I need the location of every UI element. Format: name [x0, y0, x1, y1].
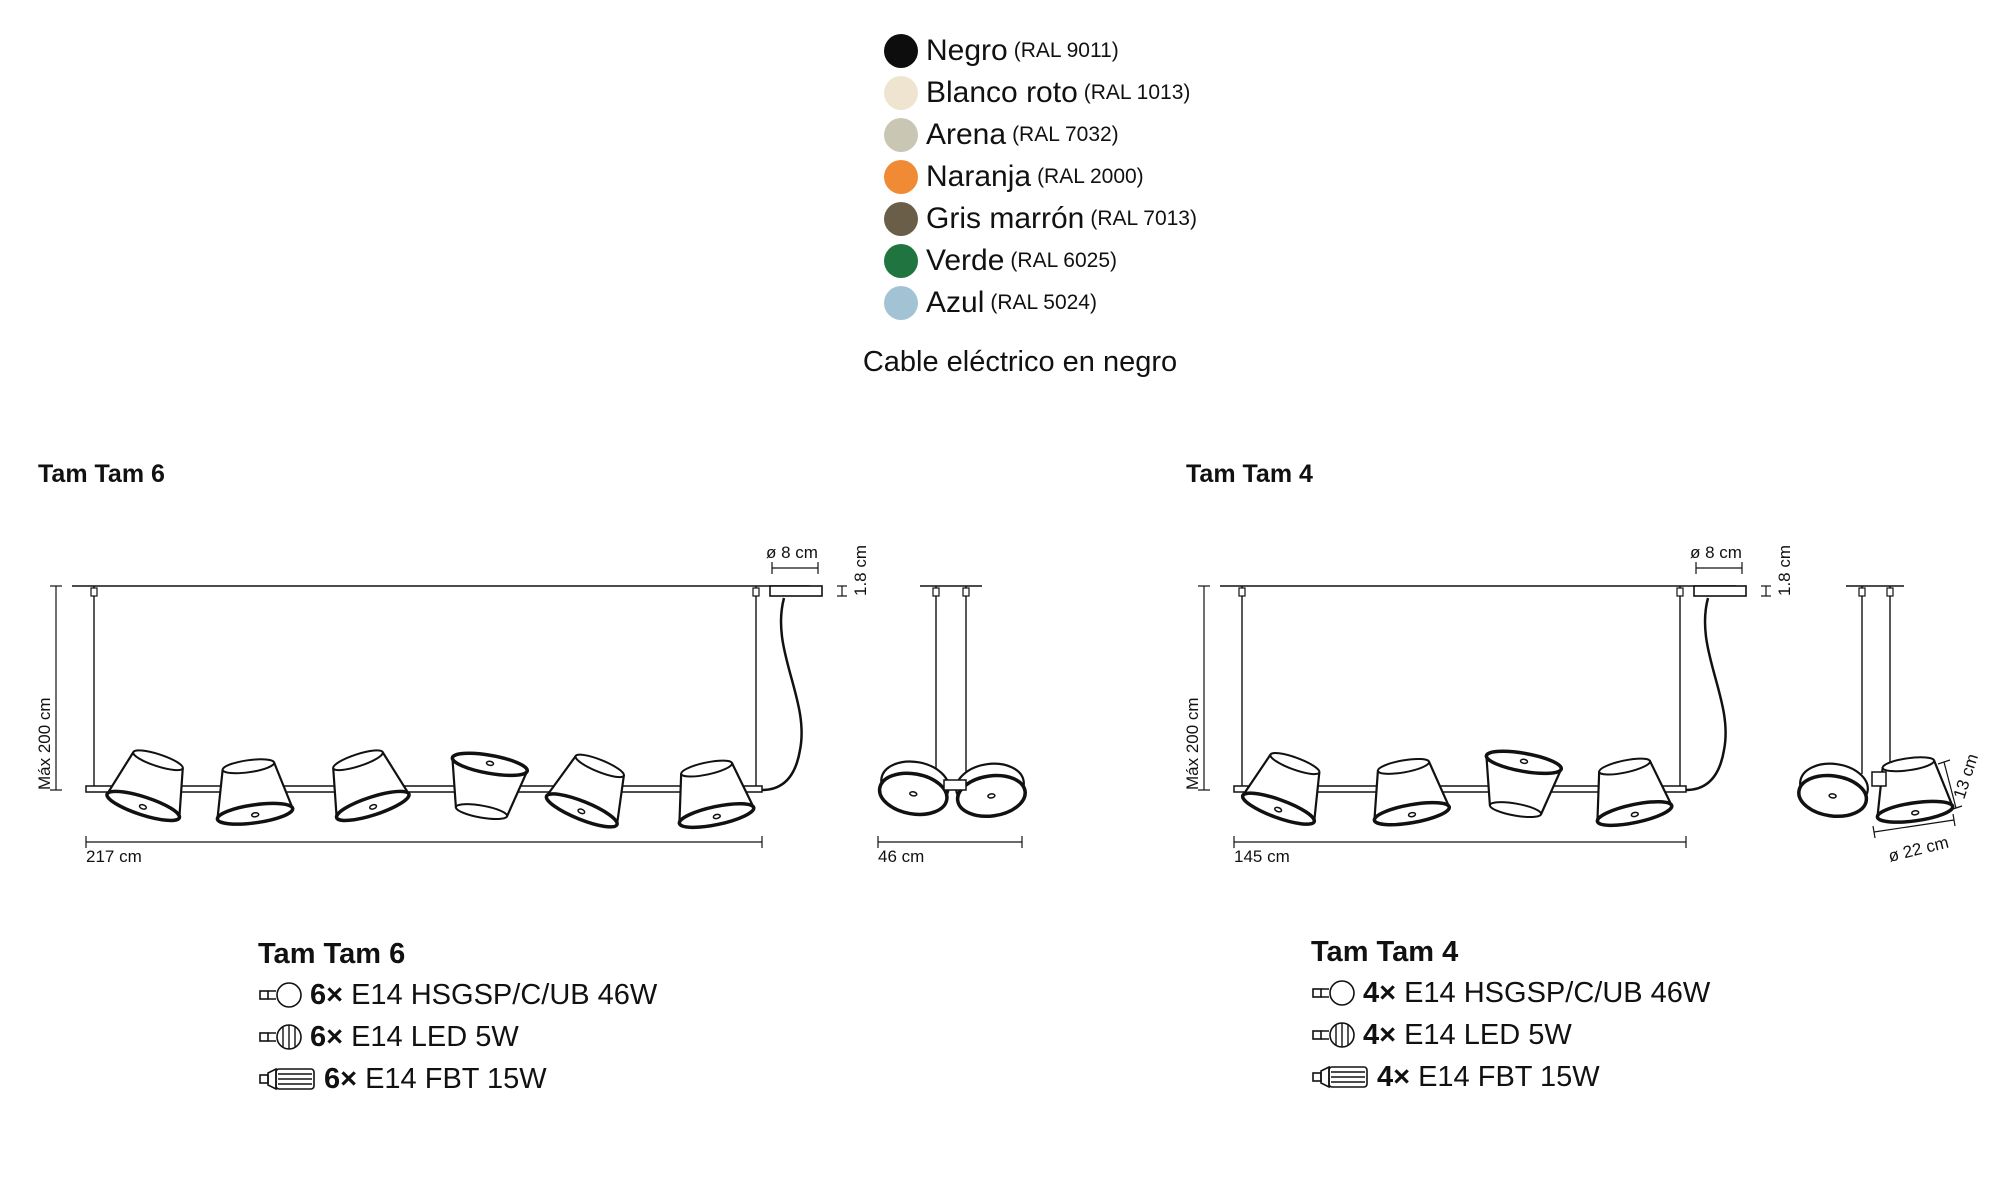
- incandescent-bulb-icon: [1312, 980, 1355, 1006]
- bulb-spec: E14 FBT 15W: [1418, 1060, 1600, 1093]
- dim-height: Máx 200 cm: [1183, 697, 1202, 790]
- tam-tam-6-front-view: Máx 200 cm 217 cm ø 8 cm 1.8 cm: [35, 543, 870, 866]
- led-bulb-icon: [1312, 1022, 1355, 1048]
- dim-canopy-height: 1.8 cm: [851, 545, 870, 596]
- spec-tam-tam-4: Tam Tam 4 4× E14 HSGSP/C/UB 46W 4× E14 L…: [1311, 932, 1710, 1098]
- spec-row: 4× E14 FBT 15W: [1311, 1056, 1710, 1098]
- bulb-qty: 6×: [310, 1020, 344, 1053]
- bulb-qty: 4×: [1377, 1060, 1411, 1093]
- led-bulb-icon: [259, 1024, 302, 1050]
- spec-tam-tam-6: Tam Tam 6 6× E14 HSGSP/C/UB 46W 6× E14 L…: [258, 934, 657, 1100]
- color-name: Arena: [926, 118, 1007, 151]
- spec-title: Tam Tam 6: [258, 938, 406, 970]
- color-swatch-list: Negro (RAL 9011) Blanco roto (RAL 1013) …: [884, 30, 1197, 324]
- color-name: Blanco roto: [926, 76, 1078, 109]
- bulb-spec: E14 LED 5W: [1404, 1018, 1572, 1051]
- dim-shade-diameter: ø 22 cm: [1886, 833, 1950, 866]
- spec-row: 6× E14 FBT 15W: [258, 1058, 657, 1100]
- tam-tam-4-front-view: Máx 200 cm 145 cm ø 8 cm 1.8 cm: [1183, 543, 1794, 866]
- dim-height: Máx 200 cm: [35, 697, 54, 790]
- spec-title: Tam Tam 4: [1311, 936, 1459, 968]
- color-swatch-verde: [884, 244, 918, 278]
- color-swatch-negro: [884, 34, 918, 68]
- dim-length: 217 cm: [86, 847, 142, 866]
- dim-shade-height: 13 cm: [1950, 751, 1982, 801]
- color-ral: (RAL 9011): [1013, 39, 1119, 62]
- fluorescent-bulb-icon: [259, 1067, 315, 1091]
- color-name: Verde: [926, 244, 1005, 277]
- color-name: Naranja: [926, 160, 1032, 193]
- swatch-row-gris-marron: Gris marrón (RAL 7013): [884, 198, 1197, 240]
- spec-row: 6× E14 HSGSP/C/UB 46W: [258, 974, 657, 1016]
- bulb-qty: 4×: [1363, 1018, 1397, 1051]
- swatch-row-negro: Negro (RAL 9011): [884, 30, 1197, 72]
- incandescent-bulb-icon: [259, 982, 302, 1008]
- color-ral: (RAL 2000): [1037, 165, 1144, 188]
- swatch-row-blanco-roto: Blanco roto (RAL 1013): [884, 72, 1197, 114]
- cable-note: Cable eléctrico en negro: [862, 346, 1178, 378]
- color-ral: (RAL 7013): [1090, 207, 1197, 230]
- swatch-row-azul: Azul (RAL 5024): [884, 282, 1197, 324]
- bulb-qty: 6×: [310, 978, 344, 1011]
- color-name: Azul: [926, 286, 985, 319]
- swatch-row-verde: Verde (RAL 6025): [884, 240, 1197, 282]
- bulb-spec: E14 HSGSP/C/UB 46W: [351, 978, 658, 1011]
- color-swatch-blanco-roto: [884, 76, 918, 110]
- spec-row: 4× E14 LED 5W: [1311, 1014, 1710, 1056]
- fluorescent-bulb-icon: [1312, 1065, 1368, 1089]
- color-swatch-gris-marron: [884, 202, 918, 236]
- color-swatch-naranja: [884, 160, 918, 194]
- color-ral: (RAL 5024): [990, 291, 1097, 314]
- color-ral: (RAL 6025): [1010, 249, 1118, 272]
- tam-tam-4-side-view: 13 cm ø 22 cm: [1794, 585, 1982, 866]
- color-swatch-arena: [884, 118, 918, 152]
- color-ral: (RAL 1013): [1083, 81, 1191, 104]
- bulb-spec: E14 LED 5W: [351, 1020, 519, 1053]
- color-name: Gris marrón: [926, 202, 1085, 235]
- dim-canopy: ø 8 cm: [766, 543, 818, 562]
- dim-length: 145 cm: [1234, 847, 1290, 866]
- dim-canopy: ø 8 cm: [1690, 543, 1742, 562]
- spec-row: 4× E14 HSGSP/C/UB 46W: [1311, 972, 1710, 1014]
- bulb-qty: 6×: [324, 1062, 358, 1095]
- spec-row: 6× E14 LED 5W: [258, 1016, 657, 1058]
- bulb-spec: E14 FBT 15W: [365, 1062, 547, 1095]
- color-swatch-azul: [884, 286, 918, 320]
- section-title-tam-tam-6: Tam Tam 6: [38, 460, 165, 488]
- tam-tam-6-side-view: 46 cm: [874, 585, 1030, 866]
- dim-depth: 46 cm: [878, 847, 924, 866]
- swatch-row-naranja: Naranja (RAL 2000): [884, 156, 1197, 198]
- color-ral: (RAL 7032): [1012, 123, 1119, 146]
- section-title-tam-tam-4: Tam Tam 4: [1186, 460, 1313, 488]
- swatch-row-arena: Arena (RAL 7032): [884, 114, 1197, 156]
- bulb-qty: 4×: [1363, 976, 1397, 1009]
- dim-canopy-height: 1.8 cm: [1775, 545, 1794, 596]
- bulb-spec: E14 HSGSP/C/UB 46W: [1404, 976, 1711, 1009]
- color-name: Negro: [926, 34, 1008, 67]
